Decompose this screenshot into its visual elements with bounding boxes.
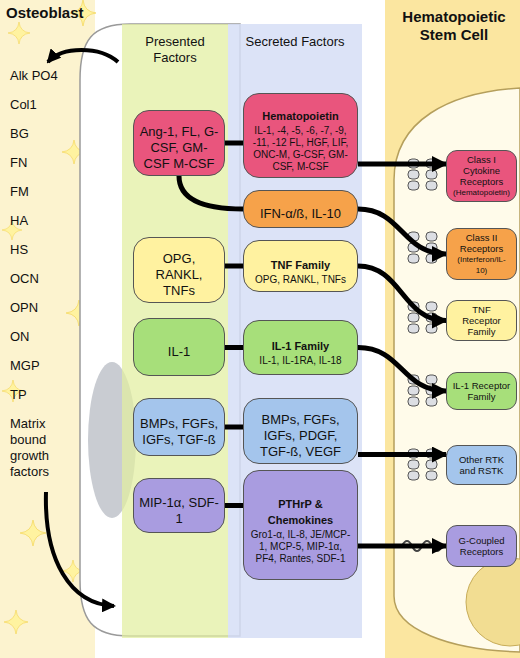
node-text: OPG, RANKL, TNFs — [139, 241, 219, 299]
node-text: IFN-α/ß, IL-10 — [260, 196, 341, 222]
node-subtext: OPG, RANKL, TNFs — [255, 274, 346, 286]
matrix-arrow — [46, 492, 114, 606]
node-text: Other RTK and RSTK — [452, 454, 511, 476]
node-subtext: IL-1, -4, -5, -6, -7, -9, -11, -12 FL, H… — [249, 125, 352, 173]
matrix-component: HS — [10, 242, 72, 258]
node-text: MIP-1α, SDF-1 — [139, 485, 219, 527]
node-text: TNF Family — [271, 247, 330, 273]
node-text: BMPs, FGFs, IGFs, PDGF, TGF-ß, VEGF — [249, 402, 352, 460]
matrix-component: MGP — [10, 358, 72, 374]
node-text: Class I Cytokine Receptors — [452, 154, 511, 187]
node-subtext: (Interferon/IL-10) — [452, 254, 511, 276]
node-text: IL-1 — [168, 334, 190, 360]
sparkle — [8, 22, 30, 44]
node-subtext: (Hematopoietin) — [453, 187, 510, 198]
receptor-symbol — [408, 232, 437, 263]
receptor-symbol — [408, 449, 437, 480]
sparkle — [20, 520, 46, 546]
node-text: Presented Factors — [122, 24, 228, 66]
matrix-component: ON — [10, 329, 72, 345]
cell-title: Hematopoietic Stem Cell — [390, 8, 518, 44]
matrix-component: OCN — [10, 271, 72, 287]
secreted-factor: IL-1 FamilyIL-1, IL-1RA, IL-18 — [243, 320, 358, 375]
matrix-component: OPN — [10, 300, 72, 316]
node-text: Ang-1, FL, G-CSF, GM-CSF M-CSF — [139, 114, 219, 172]
receptor-box: Class I Cytokine Receptors(Hematopoietin… — [446, 150, 517, 202]
secreted-factor: HematopoietinIL-1, -4, -5, -6, -7, -9, -… — [243, 93, 358, 178]
matrix-component: Matrix bound growth factors — [10, 416, 72, 480]
signal-arrow — [358, 162, 446, 167]
stem-cell-nucleus — [466, 558, 520, 646]
receptor-box: G-Coupled Receptors — [446, 525, 517, 567]
receptor-box: Class II Receptors(Interferon/IL-10) — [446, 228, 517, 280]
node-subtext: Gro1-α, IL-8, JE/MCP-1, MCP-5, MIP-1α, P… — [249, 529, 352, 565]
column-band: Secreted FactorsHematopoietinIL-1, -4, -… — [228, 24, 362, 638]
node-subtext: IL-1, IL-1RA, IL-18 — [259, 355, 341, 367]
signal-arrow — [358, 544, 446, 549]
matrix-component: Alk PO4 — [10, 68, 72, 84]
node-text: IL-1 Receptor Family — [452, 380, 511, 402]
node-text: TNF Receptor Family — [452, 304, 511, 337]
receptor-box: TNF Receptor Family — [446, 300, 517, 341]
presented-factor: MIP-1α, SDF-1 — [133, 478, 225, 533]
presented-factor: OPG, RANKL, TNFs — [133, 237, 225, 303]
matrix-component: TP — [10, 387, 72, 403]
matrix-component: Col1 — [10, 97, 72, 113]
column-band: Presented FactorsAng-1, FL, G-CSF, GM-CS… — [122, 24, 228, 638]
receptor-box: Other RTK and RSTK — [446, 445, 517, 485]
stem-cell-niche — [385, 0, 520, 658]
receptor-symbol — [408, 302, 437, 333]
node-text: Class II Receptors — [452, 232, 511, 254]
node-text: Hematopoietin — [262, 98, 338, 124]
node-text: PTHrP & Chemokines — [249, 486, 352, 528]
presented-factor: BMPs, FGFs, IGFs, TGF-ß — [133, 398, 225, 456]
signal-arrow — [358, 209, 446, 254]
signal-arrow — [358, 452, 446, 457]
matrix-component: FM — [10, 184, 72, 200]
matrix-component: HA — [10, 213, 72, 229]
sparkle — [4, 610, 28, 634]
matrix-component: FN — [10, 155, 72, 171]
presented-factor: Ang-1, FL, G-CSF, GM-CSF M-CSF — [133, 110, 225, 176]
presented-factor: IL-1 — [133, 318, 225, 376]
secreted-factor: BMPs, FGFs, IGFs, PDGF, TGF-ß, VEGF — [243, 398, 358, 464]
node-text: Secreted Factors — [228, 24, 362, 50]
gpcr-symbol — [402, 541, 442, 551]
panel-title: Osteoblast — [6, 4, 96, 21]
secreted-factor: IFN-α/ß, IL-10 — [243, 190, 358, 228]
matrix-component: BG — [10, 126, 72, 142]
receptor-box: IL-1 Receptor Family — [446, 372, 517, 410]
receptor-symbol — [408, 159, 437, 190]
node-text: BMPs, FGFs, IGFs, TGF-ß — [139, 406, 219, 448]
secreted-factor: PTHrP & ChemokinesGro1-α, IL-8, JE/MCP-1… — [243, 470, 358, 580]
node-text: IL-1 Family — [272, 328, 329, 354]
signal-arrow — [358, 348, 446, 392]
matrix-arrow — [48, 50, 118, 62]
secreted-factor: TNF FamilyOPG, RANKL, TNFs — [243, 240, 358, 292]
signal-arrow — [358, 266, 446, 321]
node-text: G-Coupled Receptors — [452, 535, 511, 557]
receptor-symbol — [408, 375, 437, 406]
